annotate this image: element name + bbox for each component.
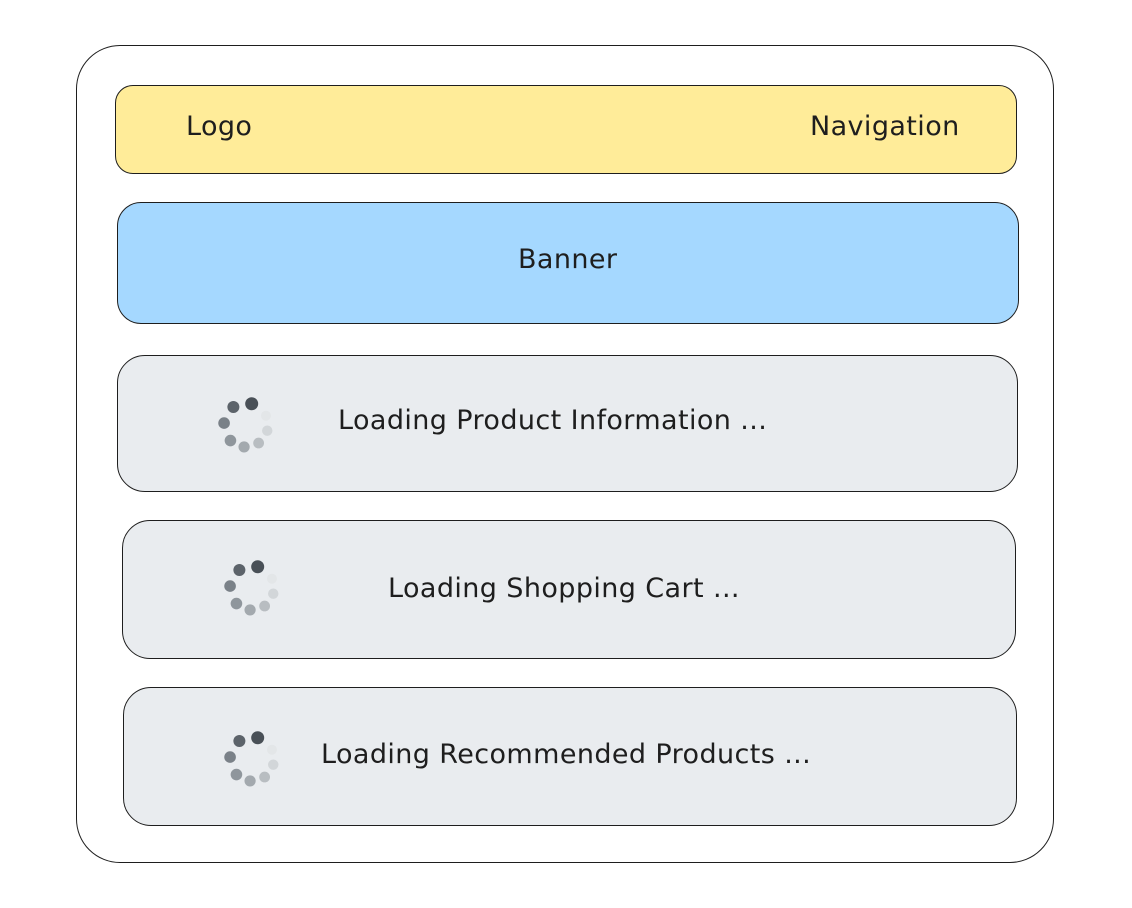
- spinner-dot: [251, 560, 265, 574]
- spinner-icon: [224, 731, 279, 787]
- loading-product-info-block: [117, 355, 1018, 492]
- header-block: [115, 85, 1017, 174]
- spinner-dot: [224, 434, 237, 447]
- banner-block: [117, 202, 1019, 324]
- spinner-dot: [244, 604, 256, 616]
- spinner-dot: [233, 734, 246, 747]
- spinner-dot: [260, 410, 271, 421]
- spinner-dot: [230, 597, 243, 610]
- navigation-label: Navigation: [810, 111, 960, 142]
- spinner-dot: [259, 771, 271, 783]
- page-frame: [76, 45, 1054, 863]
- spinner-dot: [224, 580, 236, 592]
- spinner-dot: [253, 437, 265, 449]
- loading-recommended-products-block: [123, 687, 1017, 826]
- spinner-dot: [268, 759, 279, 770]
- spinner-dot: [266, 573, 277, 584]
- spinner-icon: [218, 397, 273, 453]
- spinner-dot: [227, 400, 240, 413]
- spinner-dot: [259, 600, 271, 612]
- spinner-dot: [233, 563, 246, 576]
- spinner-dot: [244, 775, 256, 787]
- spinner-icon: [224, 560, 279, 616]
- spinner-dot: [238, 441, 250, 453]
- spinner-dot: [224, 751, 236, 763]
- banner-label: Banner: [518, 244, 618, 275]
- spinner-dot: [268, 588, 279, 599]
- spinner-dot: [245, 397, 259, 411]
- spinner-dot: [262, 425, 273, 436]
- spinner-dot: [218, 417, 230, 429]
- logo-label: Logo: [186, 111, 253, 142]
- loading-recommended-products-label: Loading Recommended Products ...: [321, 739, 812, 770]
- spinner-dot: [251, 731, 265, 745]
- spinner-dot: [230, 768, 243, 781]
- loading-product-info-label: Loading Product Information ...: [338, 405, 768, 436]
- loading-shopping-cart-label: Loading Shopping Cart ...: [388, 573, 740, 604]
- spinner-dot: [266, 744, 277, 755]
